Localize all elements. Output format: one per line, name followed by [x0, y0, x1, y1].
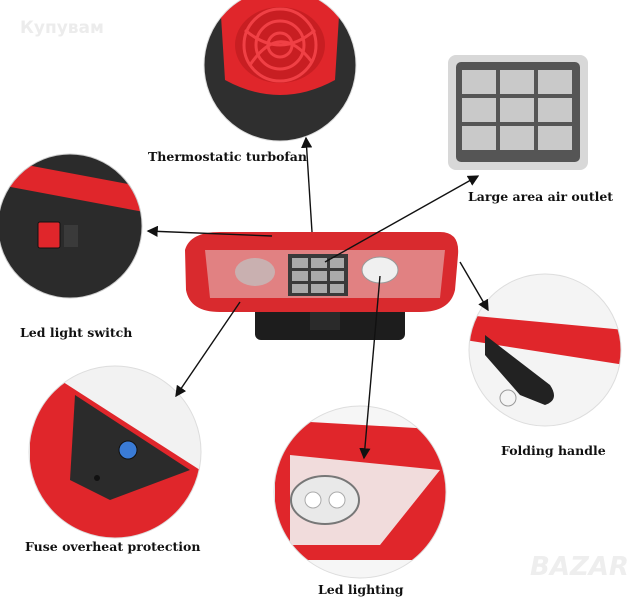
- callout-arrows: [146, 136, 489, 460]
- label-fuse-protection: Fuse overheat protection: [25, 539, 201, 554]
- watermark-bazar: BAZAR: [530, 552, 627, 582]
- watermark-kupuvam: Купувам: [20, 18, 104, 38]
- turbofan-detail: [204, 0, 356, 141]
- led-detail: [274, 406, 446, 578]
- label-led-light-switch: Led light switch: [20, 325, 133, 340]
- handle-detail: [469, 274, 621, 426]
- label-air-outlet: Large area air outlet: [468, 189, 614, 204]
- heater-body: [185, 232, 459, 340]
- label-led-lighting: Led lighting: [318, 582, 404, 597]
- fuse-detail: [29, 366, 201, 538]
- label-thermostatic-turbofan: Thermostatic turbofan: [148, 149, 307, 164]
- air-outlet-detail: [448, 55, 588, 170]
- label-folding-handle: Folding handle: [501, 443, 606, 458]
- switch-detail: [0, 154, 142, 298]
